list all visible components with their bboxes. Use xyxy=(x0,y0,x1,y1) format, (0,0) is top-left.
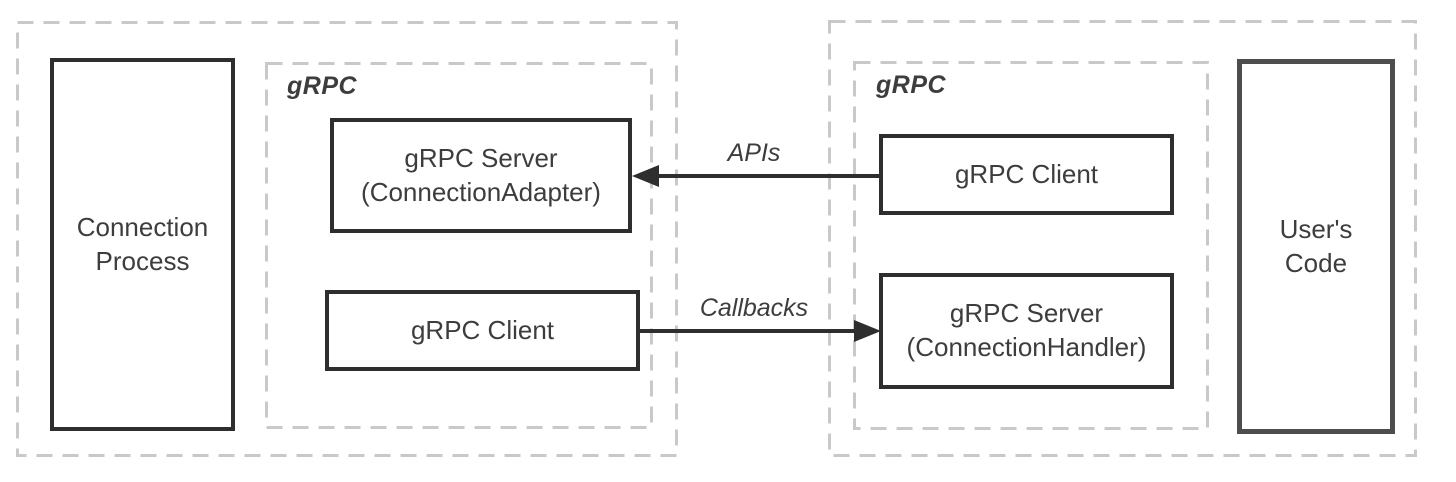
callbacks-arrow-label: Callbacks xyxy=(699,294,809,322)
users-code-box: User's Code xyxy=(1237,59,1395,434)
left-grpc-dashed-container xyxy=(265,62,653,429)
left-grpc-client-box: gRPC Client xyxy=(325,290,640,371)
right-grpc-container-label: gRPC xyxy=(876,71,947,99)
connection-process-box: Connection Process xyxy=(50,58,235,431)
callbacks-arrowhead-right-icon xyxy=(854,320,881,342)
right-grpc-client-box: gRPC Client xyxy=(879,134,1174,215)
apis-arrowhead-left-icon xyxy=(632,165,659,187)
right-grpc-dashed-container xyxy=(853,61,1209,430)
left-grpc-server-connection-adapter-box: gRPC Server (ConnectionAdapter) xyxy=(330,118,632,233)
apis-arrow-label: APIs xyxy=(727,139,781,167)
left-grpc-container-label: gRPC xyxy=(287,72,358,100)
users-code-dashed-container xyxy=(828,20,1417,457)
right-grpc-server-connection-handler-box: gRPC Server (ConnectionHandler) xyxy=(879,273,1174,389)
